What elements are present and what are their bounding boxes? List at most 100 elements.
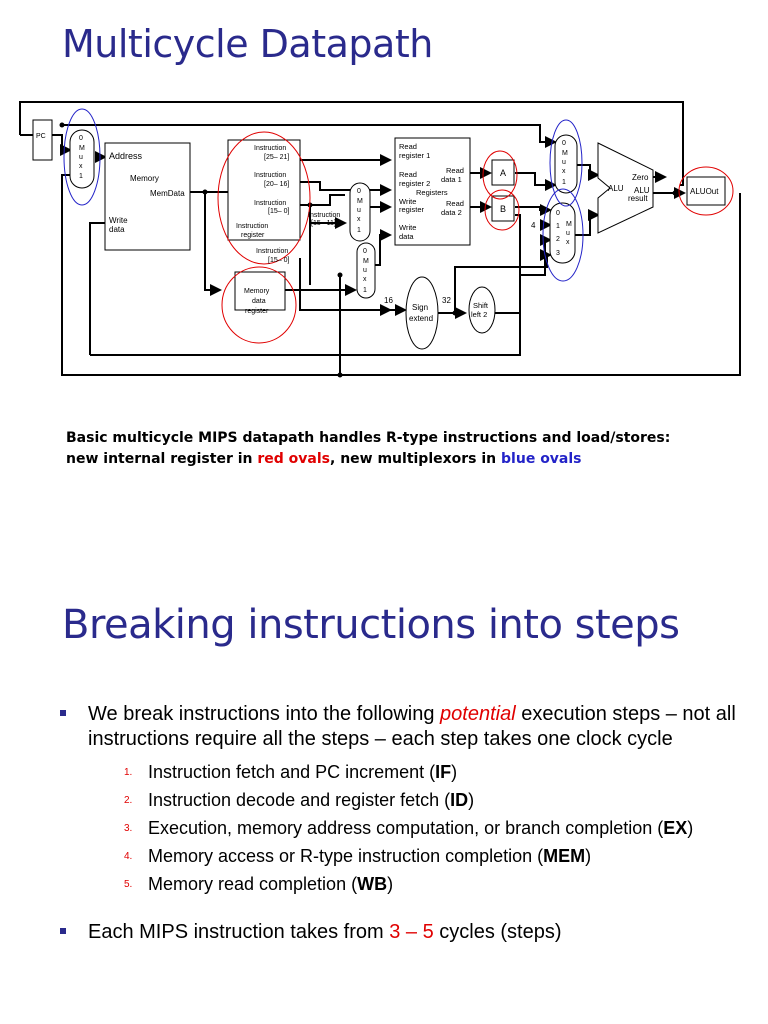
bullet1-pre: We break instructions into the following <box>88 703 441 725</box>
memdata-label: MemData <box>150 189 185 198</box>
mux-wd-1: 1 <box>363 287 367 294</box>
mux4-1: 1 <box>556 223 560 230</box>
step-number: 2. <box>124 795 133 806</box>
ir-field3: Instruction <box>254 200 286 207</box>
diagram-caption: Basic multicycle MIPS datapath handles R… <box>66 428 746 470</box>
sign-extend-label1: Sign <box>412 303 428 312</box>
bullet-list: We break instructions into the following… <box>60 702 750 945</box>
alu-zero-label: Zero <box>632 173 649 182</box>
step-number: 5. <box>124 879 133 890</box>
step-text: Instruction fetch and PC increment ( <box>148 762 436 782</box>
aluout-label: ALUOut <box>690 187 719 196</box>
sign-extend-in-width: 16 <box>384 296 393 305</box>
memory-data-label: data <box>109 225 125 234</box>
ir-field2-bits: [20– 16] <box>264 181 289 188</box>
bullet1-emphasis: potential <box>440 703 516 725</box>
ir-register-label1: Instruction <box>236 223 268 230</box>
alu-result-label1: ALU <box>634 186 650 195</box>
ir-field1: Instruction <box>254 145 286 152</box>
ir-register-label2: register <box>241 232 265 239</box>
step-abbr: EX <box>663 818 688 838</box>
mux-pc-0: 0 <box>79 135 83 142</box>
mux4-0: 0 <box>556 210 560 217</box>
step-abbr: IF <box>435 762 452 782</box>
ir-field1-bits: [25– 21] <box>264 154 289 161</box>
mux-reg-1: 1 <box>357 227 361 234</box>
reg-write-reg-a: Write <box>399 197 416 206</box>
steps-list: 1. Instruction fetch and PC increment (IF… <box>88 758 750 898</box>
reg-read-reg2-b: register 2 <box>399 179 430 188</box>
caption-red-ovals: red ovals <box>257 451 330 467</box>
multicycle-datapath-diagram: PC 0 M u x 1 Address Memory MemData Writ… <box>19 101 741 378</box>
mux4-x: x <box>566 239 570 246</box>
mux-pc-m: M <box>79 145 85 152</box>
reg-b-label: B <box>500 204 506 214</box>
step-text: Memory read completion ( <box>148 874 358 894</box>
mux-reg-0: 0 <box>357 188 361 195</box>
sign-extend-label2: extend <box>409 314 433 323</box>
step-item: 4.Memory access or R-type instruction co… <box>88 842 750 870</box>
ir-15-11-label: Instruction <box>308 212 340 219</box>
mux-pc-1: 1 <box>79 173 83 180</box>
step-text: Execution, memory address computation, o… <box>148 818 664 838</box>
mdr-label2: data <box>252 298 266 305</box>
step-number: 1. <box>124 767 133 778</box>
reg-write-data-a: Write <box>399 223 416 232</box>
slide-title-datapath: Multicycle Datapath <box>62 22 433 66</box>
mux-wd-0: 0 <box>363 248 367 255</box>
mux4-2: 2 <box>556 236 560 243</box>
shift-left-label2: left 2 <box>471 310 487 319</box>
step-abbr: ID <box>450 790 469 810</box>
reg-read-data1-a: Read <box>446 166 464 175</box>
registers-label: Registers <box>416 188 448 197</box>
step-item: 5. Memory read completion (WB) <box>88 870 750 898</box>
memory-label: Memory <box>130 174 159 183</box>
step-text: Memory access or R-type instruction comp… <box>148 846 544 866</box>
step-item: 1. Instruction fetch and PC increment (IF… <box>88 758 750 786</box>
pc-label: PC <box>36 133 46 140</box>
caption-blue-ovals: blue ovals <box>501 451 582 467</box>
mux4-3: 3 <box>556 250 560 257</box>
bullet-cycle-count: Each MIPS instruction takes from 3 – 5 c… <box>60 920 750 945</box>
ir-field3-bits: [15– 0] <box>268 208 289 215</box>
reg-read-reg1-b: register 1 <box>399 151 430 160</box>
mux4-u: u <box>566 230 570 237</box>
step-end: ) <box>387 874 394 894</box>
mux-reg-u: u <box>357 207 361 214</box>
reg-read-reg1-a: Read <box>399 142 417 151</box>
mux-a-1: 1 <box>562 179 566 186</box>
ir-15-11-bits: [15– 11] <box>311 220 336 227</box>
mux-wd-x: x <box>363 276 367 283</box>
step-abbr: WB <box>357 874 388 894</box>
bullet-square-icon <box>60 710 66 716</box>
mux-pc-x: x <box>79 163 83 170</box>
mux-pc-u: u <box>79 154 83 161</box>
caption-part2: new internal register in <box>66 451 258 467</box>
alu-label: ALU <box>608 184 624 193</box>
step-end: ) <box>585 846 592 866</box>
mux4-m: M <box>566 221 572 228</box>
step-text: Instruction decode and register fetch ( <box>148 790 451 810</box>
mux-reg-m: M <box>357 198 363 205</box>
bullet2-range: 3 – 5 <box>389 921 434 943</box>
step-number: 3. <box>124 823 133 834</box>
mdr-label1: Memory <box>244 288 270 295</box>
bullet-square-icon <box>60 928 66 934</box>
step-item: 2. Instruction decode and register fetch … <box>88 786 750 814</box>
reg-a-label: A <box>500 168 506 178</box>
mux-wd-u: u <box>363 267 367 274</box>
reg-write-data-b: data <box>399 232 414 241</box>
constant-four: 4 <box>531 221 536 230</box>
mux-a-m: M <box>562 150 568 157</box>
memory-write-label: Write <box>109 216 128 225</box>
bullet2-pre: Each MIPS instruction takes from <box>88 921 390 943</box>
reg-write-reg-b: register <box>399 205 425 214</box>
shift-left-label1: Shift <box>473 301 489 310</box>
bullet2-post: cycles (steps) <box>433 921 562 943</box>
step-end: ) <box>451 762 458 782</box>
alu-result-label2: result <box>628 194 648 203</box>
ir-field4-bits: [15– 0] <box>268 257 289 264</box>
caption-line1: Basic multicycle MIPS datapath handles R… <box>66 430 671 446</box>
step-end: ) <box>687 818 694 838</box>
reg-read-data1-b: data 1 <box>441 175 462 184</box>
